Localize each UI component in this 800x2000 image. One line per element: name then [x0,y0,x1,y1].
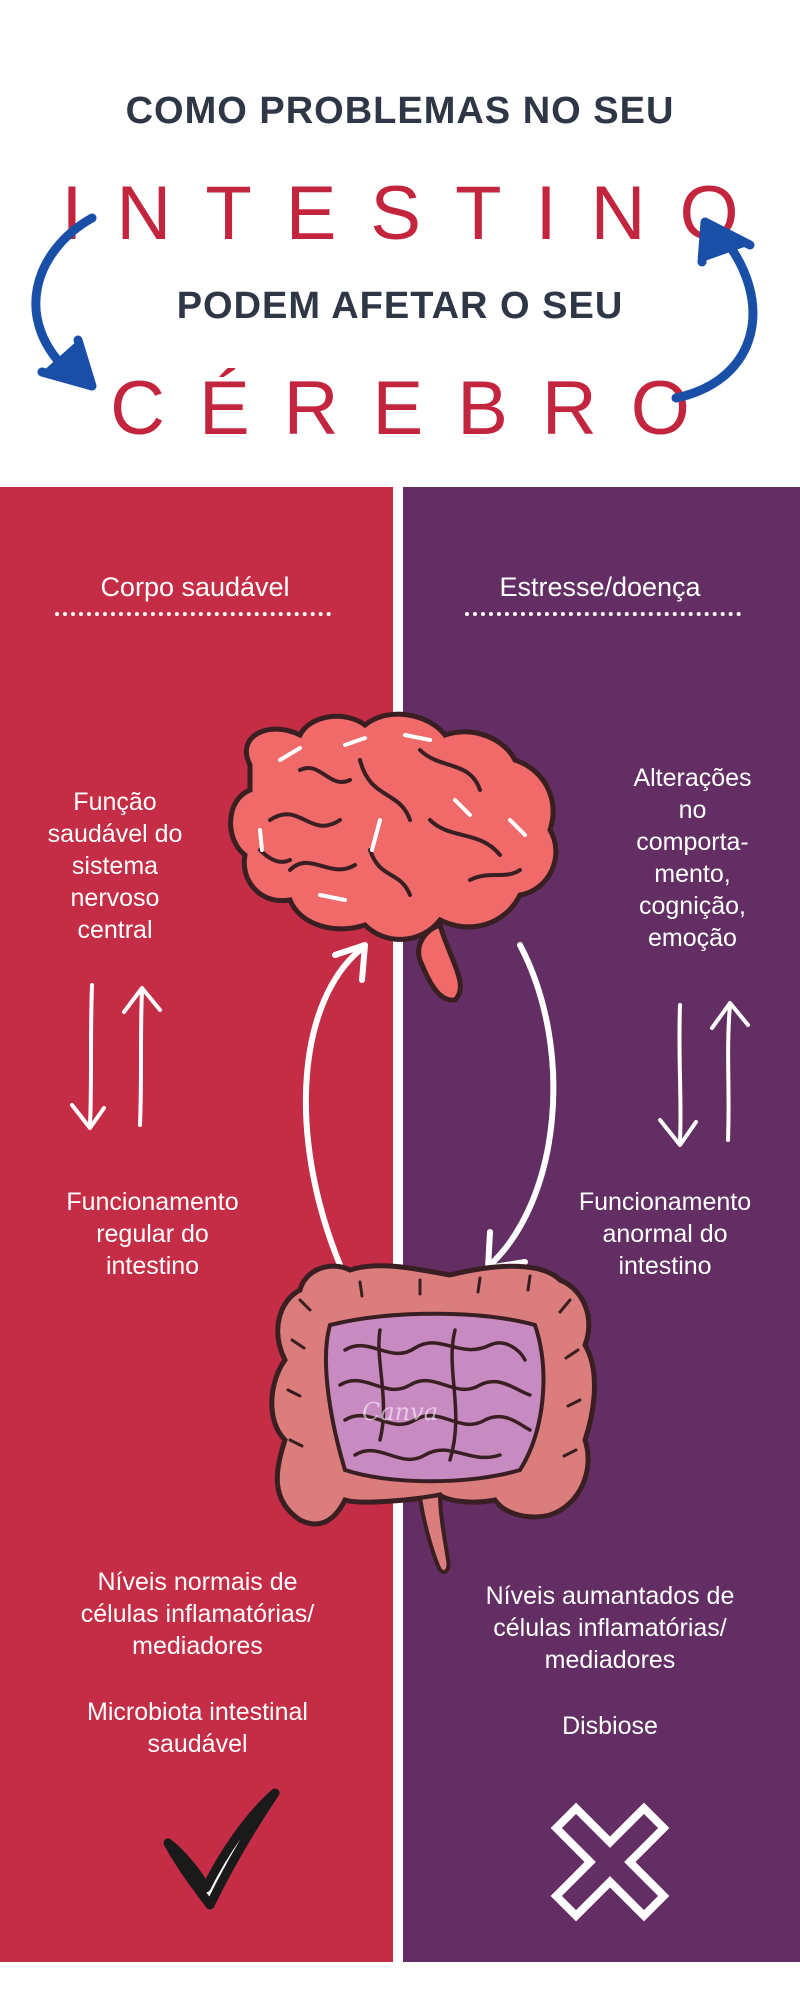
stress-heading: Estresse/doença [499,572,701,602]
intestine-icon [269,1263,597,1574]
brain-icon [228,711,559,1003]
title-cerebro: CÉREBRO [110,366,724,451]
stress-gut-text: Funcionamento anormal do intestino [578,1188,752,1280]
header-arrows [31,213,758,403]
checkmark-icon [163,1788,280,1910]
stress-inflammation-text: Níveis aumantados de células inflamatóri… [485,1582,735,1674]
healthy-gut-text: Funcionamento regular do intestino [66,1188,239,1280]
stress-dysbiosis-text: Disbiose [562,1712,658,1740]
title-line-1: COMO PROBLEMAS NO SEU [125,90,675,132]
healthy-heading-divider [55,612,331,616]
canva-watermark: Canva [362,1398,438,1426]
title-intestino: INTESTINO [61,171,773,256]
left-bidirectional-arrow-icon [70,983,162,1130]
stress-heading-divider [465,612,741,616]
title-line-3: PODEM AFETAR O SEU [176,285,624,327]
right-bidirectional-arrow-icon [658,1001,750,1147]
right-blue-arrow-icon [671,217,758,403]
stress-brain-text: Alterações no comporta- mento, cognição,… [633,764,752,952]
healthy-inflammation-text: Níveis normais de células inflamatórias/… [80,1568,315,1660]
healthy-brain-text: Função saudável do sistema nervoso centr… [47,788,183,944]
left-blue-arrow-icon [31,213,97,391]
healthy-heading: Corpo saudável [100,572,290,602]
gut-to-brain-arrow-icon [302,942,368,1268]
healthy-microbiota-text: Microbiota intestinal saudável [87,1698,308,1758]
x-icon [550,1802,670,1922]
